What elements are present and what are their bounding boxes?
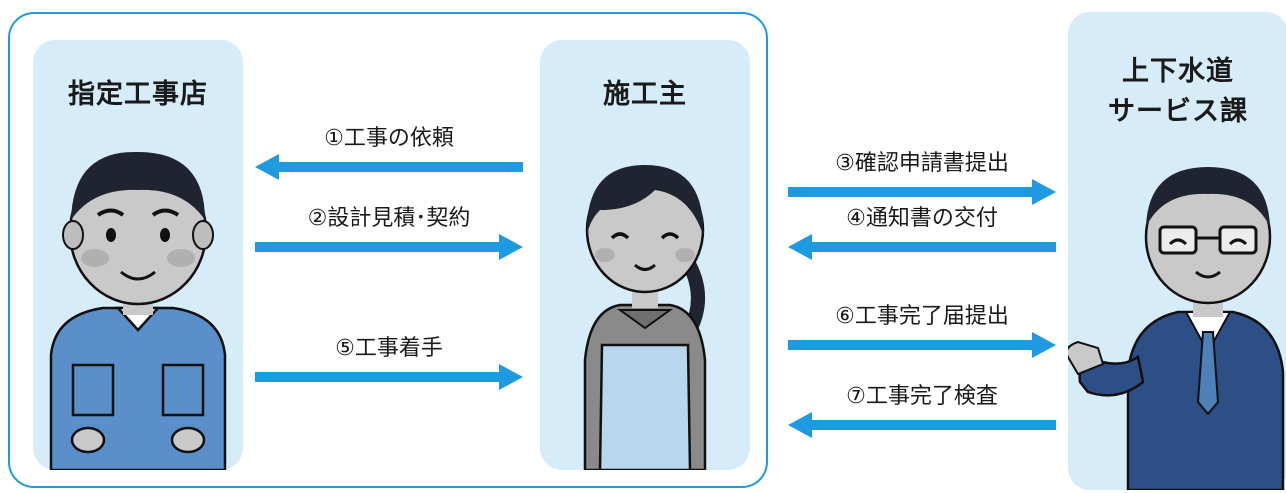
owner-panel: 施工主 bbox=[540, 40, 750, 470]
step-7-completion-inspection: ⑦工事完了検査 bbox=[788, 378, 1056, 438]
service-panel: 上下水道 サービス課 bbox=[1068, 12, 1286, 490]
step-6-completion-report: ⑥工事完了届提出 bbox=[788, 298, 1056, 358]
step-2-estimate-contract: ②設計見積･契約 bbox=[255, 200, 523, 260]
contractor-title: 指定工事店 bbox=[68, 79, 208, 110]
step-1-label: ①工事の依頼 bbox=[324, 126, 454, 151]
arrow-right-icon bbox=[255, 234, 523, 260]
service-title: 上下水道 サービス課 bbox=[1068, 52, 1286, 132]
contractor-owner-frame bbox=[8, 12, 768, 488]
step-6-label: ⑥工事完了届提出 bbox=[835, 304, 1009, 329]
step-4-notice: ④通知書の交付 bbox=[788, 200, 1056, 260]
arrow-right-icon bbox=[788, 332, 1056, 358]
arrow-left-icon bbox=[788, 412, 1056, 438]
step-2-label: ②設計見積･契約 bbox=[307, 206, 471, 231]
service-title-line2: サービス課 bbox=[1108, 96, 1248, 127]
step-4-label: ④通知書の交付 bbox=[846, 206, 998, 231]
step-3-label: ③確認申請書提出 bbox=[835, 151, 1009, 176]
contractor-illustration bbox=[49, 151, 227, 470]
owner-illustration bbox=[583, 165, 707, 470]
arrow-right-icon bbox=[255, 364, 523, 390]
step-5-start-work: ⑤工事着手 bbox=[255, 330, 523, 390]
service-title-line1: 上下水道 bbox=[1122, 56, 1234, 87]
step-1-request: ①工事の依頼 bbox=[255, 120, 523, 180]
arrow-right-icon bbox=[788, 179, 1056, 205]
step-7-label: ⑦工事完了検査 bbox=[846, 384, 998, 409]
step-5-label: ⑤工事着手 bbox=[335, 336, 443, 361]
arrow-left-icon bbox=[255, 154, 523, 180]
service-illustration bbox=[1068, 167, 1285, 490]
step-3-application: ③確認申請書提出 bbox=[788, 145, 1056, 205]
arrow-left-icon bbox=[788, 234, 1056, 260]
owner-title: 施工主 bbox=[603, 79, 687, 110]
contractor-panel: 指定工事店 bbox=[33, 40, 243, 470]
